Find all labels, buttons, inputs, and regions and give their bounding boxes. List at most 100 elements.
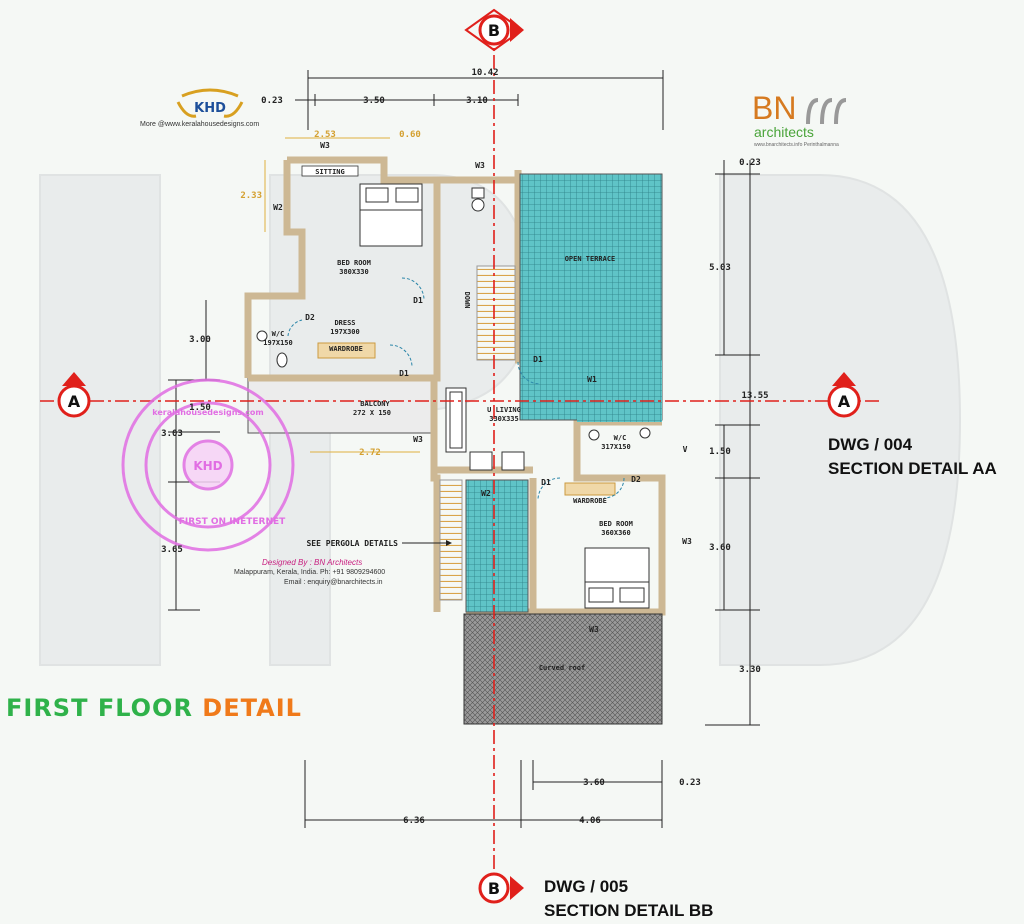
dim-left-3: 3.03: [161, 429, 183, 439]
room-living-size: 330X335: [489, 415, 519, 423]
dim-sitting-w: 2.53: [314, 130, 336, 140]
room-dress-size: 197X300: [330, 328, 360, 336]
first-floor-title: FIRST FLOOR DETAIL: [6, 694, 302, 722]
dim-right-3: 3.60: [709, 543, 731, 553]
section-lines: [40, 30, 880, 890]
dim-bottom-r2: 0.23: [679, 778, 701, 788]
pergola-strip: [465, 479, 529, 613]
room-dress: DRESS: [334, 319, 355, 327]
room-wardrobe1: WARDROBE: [329, 345, 363, 353]
bn-logo-sub: architects: [754, 124, 814, 140]
stamp-ring-bottom: FIRST ON INETERNET: [179, 517, 286, 527]
bn-logo-text: BN: [752, 90, 797, 126]
khd-tagline: More @www.keralahousedesigns.com: [140, 121, 260, 128]
section-marker-b-bottom: [478, 872, 524, 904]
living-sofa: [445, 387, 525, 471]
bn-pillars-icon: [804, 96, 850, 125]
stair-down-label: DOWN: [463, 292, 471, 309]
section-marker-a-left: [57, 372, 91, 418]
khd-stamp: [121, 378, 295, 552]
dim-top-right: 3.10: [466, 96, 488, 106]
room-open-terrace: OPEN TERRACE: [565, 255, 616, 263]
wardrobe-1: [317, 342, 376, 359]
pergola-note: SEE PERGOLA DETAILS: [306, 539, 398, 548]
room-bed1-size: 380X330: [339, 268, 369, 276]
label-v: V: [683, 445, 688, 454]
dim-balcony-w: 2.72: [359, 448, 381, 458]
dim-bottom-r1: 3.60: [583, 778, 605, 788]
label-d1c: D1: [533, 355, 543, 364]
label-w3a: W3: [320, 141, 330, 150]
room-living: U LIVING: [487, 406, 521, 414]
section-marker-b-top: [464, 8, 524, 52]
room-wc2-size: 317X150: [601, 443, 631, 451]
room-curved-roof: Curved roof: [539, 664, 585, 672]
designed-by: Designed By : BN Architects: [262, 558, 363, 567]
label-d1a: D1: [413, 296, 423, 305]
dwg-bb: DWG / 005: [544, 877, 628, 896]
dim-right-top: 0.23: [739, 158, 761, 168]
dim-bottom-left: 6.36: [403, 816, 425, 826]
bed-2: [584, 547, 650, 609]
marker-a-right-label: A: [838, 392, 851, 411]
khd-logo-text: KHD: [194, 101, 226, 116]
stamp-ring-top: keralahousedesigns.com: [152, 408, 264, 417]
label-d2b: D2: [631, 475, 641, 484]
label-d1d: D1: [541, 478, 551, 487]
dim-bottom-right: 4.06: [579, 816, 601, 826]
address: Malappuram, Kerala, India. Ph: +91 98092…: [234, 569, 386, 576]
balcony-area: [247, 377, 435, 434]
section-aa-title: SECTION DETAIL AA: [828, 459, 997, 478]
label-w3c: W3: [413, 435, 423, 444]
room-balcony-size: 272 X 150: [353, 409, 391, 417]
label-w3b: W3: [475, 161, 485, 170]
dim-left-1: 3.00: [189, 335, 211, 345]
section-bb-title: SECTION DETAIL BB: [544, 901, 713, 920]
room-wc2: W/C: [614, 434, 627, 442]
dim-sitting-off: 0.60: [399, 130, 421, 140]
dim-right-4: 3.30: [739, 665, 761, 675]
room-wc1-size: 197X150: [263, 339, 293, 347]
watermark: [39, 174, 962, 666]
dim-left-4: 3.65: [161, 545, 183, 555]
section-marker-a-right: [827, 372, 861, 418]
dim-sitting-h: 2.33: [240, 191, 262, 201]
room-sitting: SITTING: [315, 168, 345, 176]
room-bed1: BED ROOM: [337, 259, 371, 267]
room-balcony: BALCONY: [360, 400, 390, 408]
label-w2a: W2: [273, 203, 283, 212]
room-bed2: BED ROOM: [599, 520, 633, 528]
toilet-fixtures: [256, 187, 651, 441]
first-floor-title-orange: DETAIL: [202, 694, 302, 722]
room-wc1: W/C: [272, 330, 285, 338]
dim-top-left: 0.23: [261, 96, 283, 106]
dim-right-total: 13.55: [741, 391, 768, 401]
bed-1: [359, 183, 423, 247]
first-floor-title-green: FIRST FLOOR: [6, 694, 193, 722]
label-d1b: D1: [399, 369, 409, 378]
marker-b-top-label: B: [488, 21, 500, 40]
dim-right-1: 5.03: [709, 263, 731, 273]
wardrobe-2: [564, 482, 616, 496]
label-w2b: W2: [481, 489, 491, 498]
credits-block: Designed By : BN Architects Malappuram, …: [228, 558, 385, 588]
label-w1: W1: [587, 375, 597, 384]
door-swings: [287, 277, 625, 501]
dwg-aa: DWG / 004: [828, 435, 913, 454]
khd-logo: KHD More @www.keralahousedesigns.com: [140, 88, 270, 133]
room-wardrobe2: WARDROBE: [573, 497, 607, 505]
marker-b-bottom-label: B: [488, 879, 500, 898]
email: Email : enquiry@bnarchitects.in: [284, 579, 383, 586]
dim-top-total: 10.42: [471, 68, 498, 78]
dim-top-mid: 3.50: [363, 96, 385, 106]
dim-right-2: 1.50: [709, 447, 731, 457]
marker-a-left-label: A: [68, 392, 81, 411]
room-bed2-size: 360X360: [601, 529, 631, 537]
label-d2a: D2: [305, 313, 315, 322]
curved-roof: [463, 613, 663, 725]
dim-left-2: 1.50: [189, 403, 211, 413]
label-w3d: W3: [682, 537, 692, 546]
dimension-lines: [168, 70, 760, 828]
khd-logo-mark: KHD: [176, 88, 244, 118]
